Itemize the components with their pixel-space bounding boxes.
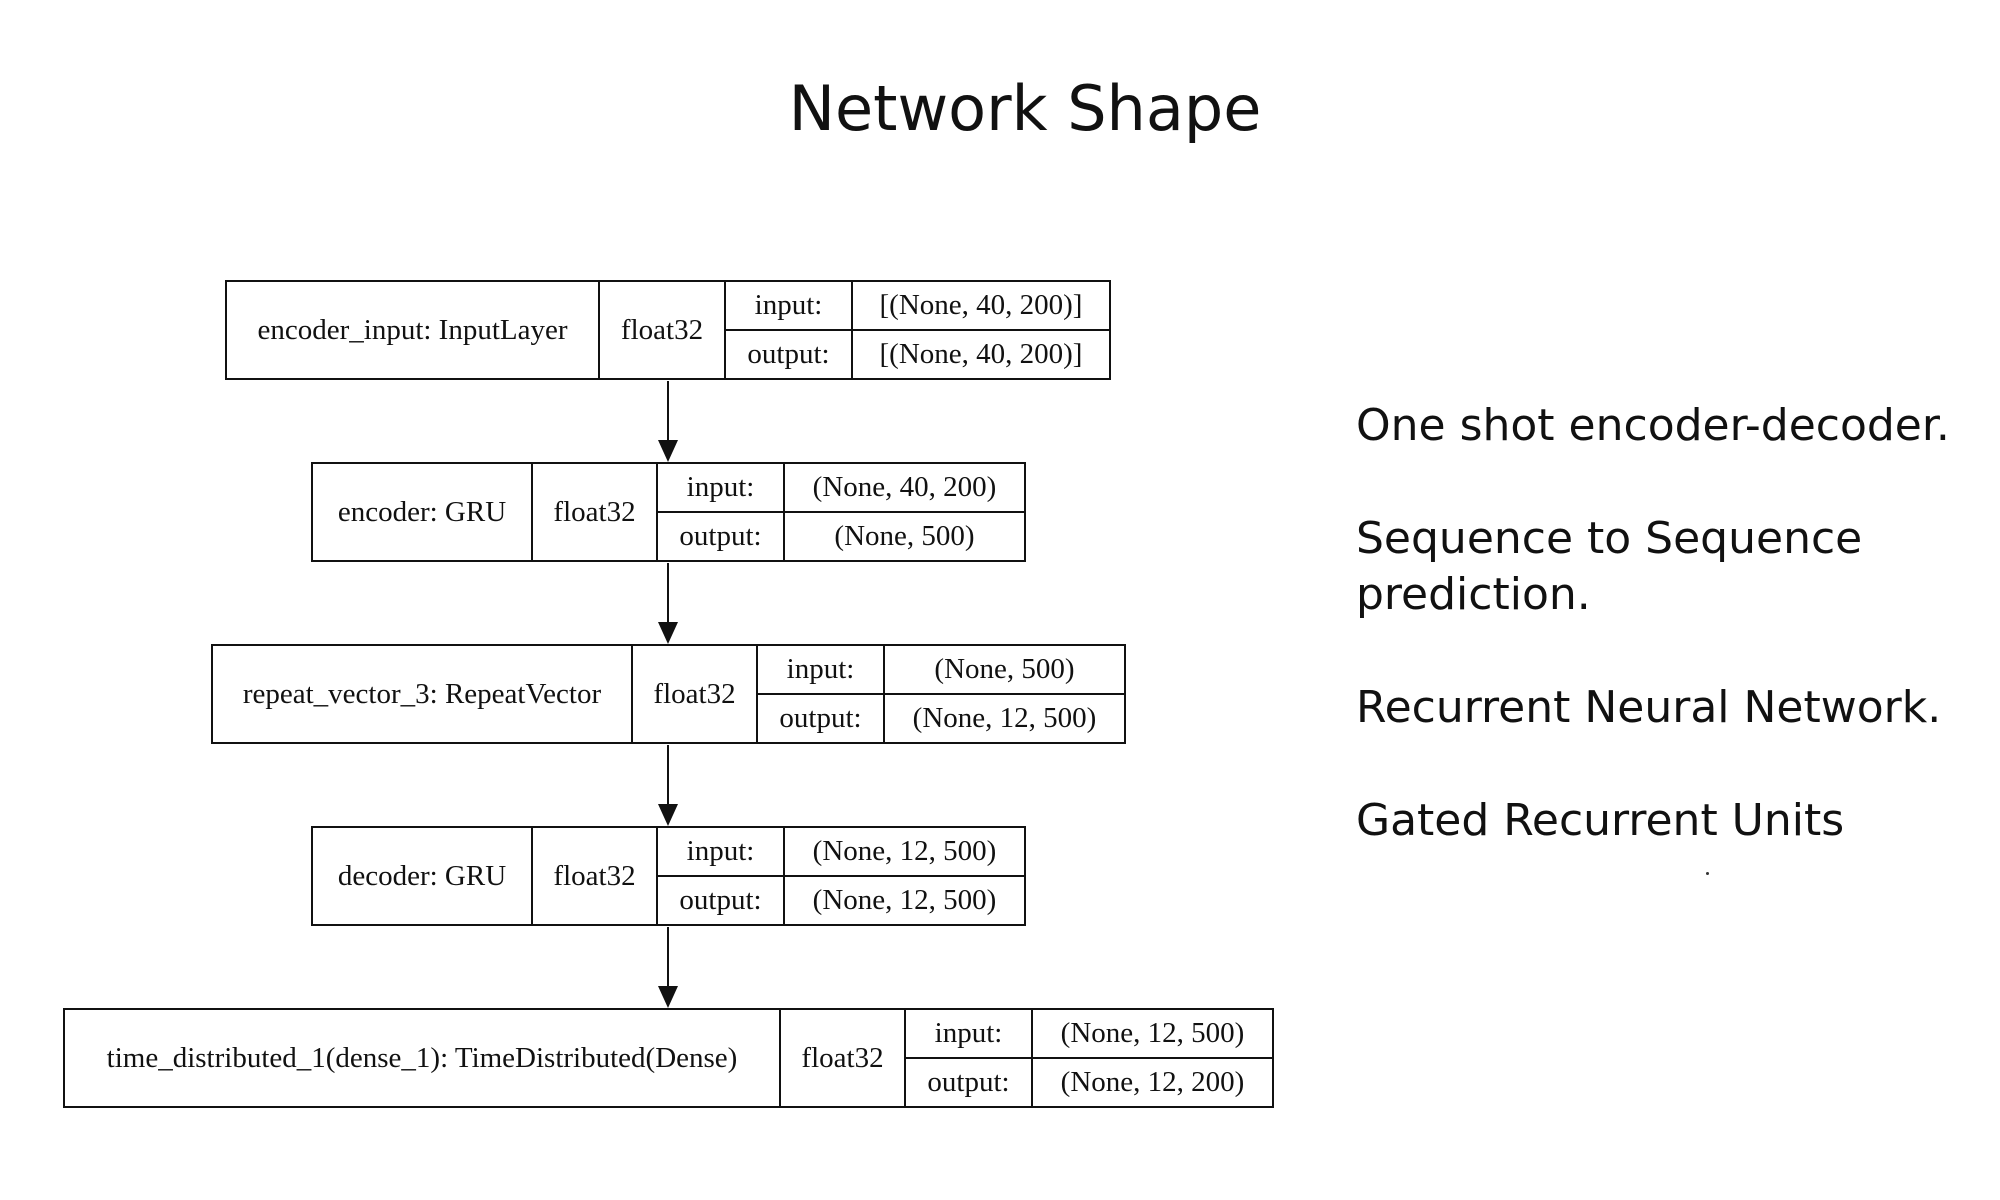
layer-node-encoder: encoder: GRU float32 input: (None, 40, 2… <box>311 462 1026 562</box>
note-architecture: One shot encoder-decoder. <box>1356 400 1950 451</box>
arrow-4 <box>658 927 678 1008</box>
input-label: input: <box>658 464 785 511</box>
input-shape: (None, 12, 500) <box>1060 1017 1245 1049</box>
output-label: output: <box>658 513 785 560</box>
layer-node-repeat-vector: repeat_vector_3: RepeatVector float32 in… <box>211 644 1126 744</box>
layer-name: encoder: GRU <box>313 464 533 560</box>
layer-name: encoder_input: InputLayer <box>227 282 600 378</box>
output-shape: (None, 12, 500) <box>812 884 997 916</box>
arrow-2 <box>658 563 678 644</box>
note-rnn: Recurrent Neural Network. <box>1356 682 1942 733</box>
arrow-1 <box>658 381 678 462</box>
input-label: input: <box>726 282 853 329</box>
arrow-3 <box>658 745 678 826</box>
layer-node-time-distributed: time_distributed_1(dense_1): TimeDistrib… <box>63 1008 1274 1108</box>
input-shape: (None, 12, 500) <box>812 835 997 867</box>
layer-dtype: float32 <box>600 282 726 378</box>
output-shape: (None, 12, 200) <box>1060 1066 1245 1098</box>
page-title: Network Shape <box>788 72 1262 145</box>
input-shape: [(None, 40, 200)] <box>879 289 1083 321</box>
output-shape: [(None, 40, 200)] <box>879 338 1083 370</box>
layer-name: repeat_vector_3: RepeatVector <box>213 646 633 742</box>
input-label: input: <box>758 646 885 693</box>
input-shape: (None, 500) <box>934 653 1075 685</box>
layer-dtype: float32 <box>781 1010 906 1106</box>
output-label: output: <box>658 877 785 924</box>
output-label: output: <box>906 1059 1033 1106</box>
output-shape: (None, 500) <box>834 520 975 552</box>
layer-name: time_distributed_1(dense_1): TimeDistrib… <box>65 1010 781 1106</box>
output-shape: (None, 12, 500) <box>912 702 1097 734</box>
layer-dtype: float32 <box>633 646 758 742</box>
layer-node-decoder: decoder: GRU float32 input: (None, 12, 5… <box>311 826 1026 926</box>
input-label: input: <box>906 1010 1033 1057</box>
output-label: output: <box>726 331 853 378</box>
input-shape: (None, 40, 200) <box>812 471 997 503</box>
note-gru: Gated Recurrent Units <box>1356 795 1845 846</box>
stray-dot <box>1706 872 1709 875</box>
output-label: output: <box>758 695 885 742</box>
note-seq2seq: Sequence to Sequence prediction. <box>1356 513 1863 620</box>
layer-dtype: float32 <box>533 828 658 924</box>
layer-dtype: float32 <box>533 464 658 560</box>
input-label: input: <box>658 828 785 875</box>
description-notes: One shot encoder-decoder. Sequence to Se… <box>1356 398 1996 906</box>
layer-node-encoder-input: encoder_input: InputLayer float32 input:… <box>225 280 1111 380</box>
layer-name: decoder: GRU <box>313 828 533 924</box>
